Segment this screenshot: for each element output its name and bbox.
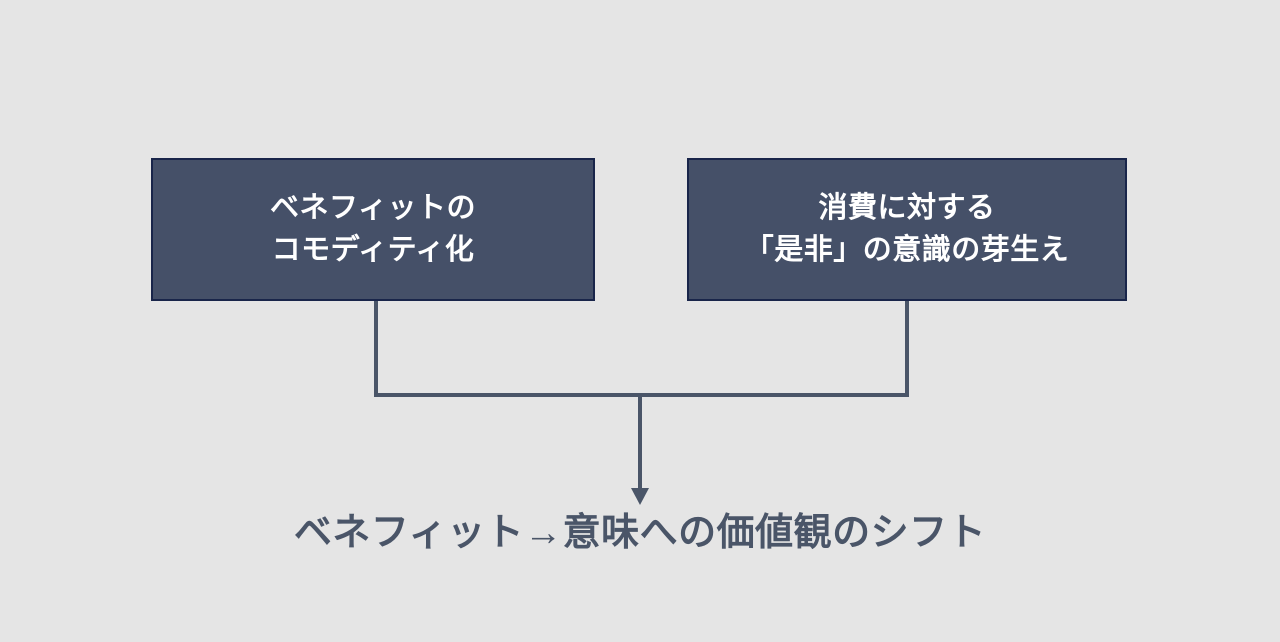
node-consumption-ethics-awareness[interactable]: 消費に対する 「是非」の意識の芽生え (687, 158, 1127, 301)
node-benefit-commoditization[interactable]: ベネフィットの コモディティ化 (151, 158, 595, 301)
node-consumption-ethics-awareness-label: 消費に対する 「是非」の意識の芽生え (744, 192, 1070, 266)
connector-arrow-stem (638, 395, 642, 490)
connector-vertical-right (905, 301, 909, 397)
conclusion-caption: ベネフィット→意味への価値観のシフト (293, 512, 987, 554)
node-benefit-commoditization-label: ベネフィットの コモディティ化 (270, 192, 476, 266)
connector-vertical-left (374, 301, 378, 397)
arrow-down-icon (631, 488, 649, 505)
